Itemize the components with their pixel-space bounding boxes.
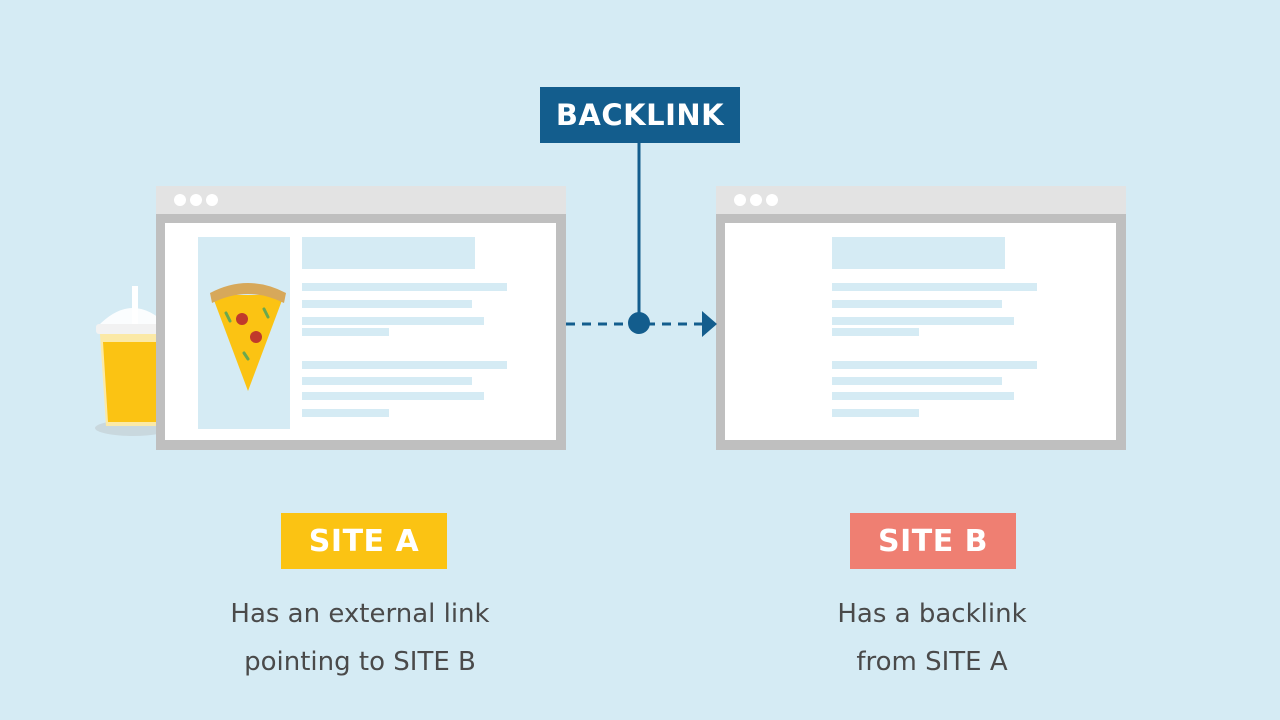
text-line-placeholder [832, 283, 1037, 291]
site-b-caption-line-1: Has a backlink [837, 599, 1027, 629]
text-line-placeholder [832, 328, 919, 336]
heading-placeholder [832, 237, 1005, 269]
site-a-browser-window [156, 186, 566, 450]
text-line-placeholder [832, 409, 919, 417]
text-line-placeholder [302, 328, 389, 336]
window-control-dot [766, 194, 778, 206]
backlink-label: BACKLINK [540, 87, 740, 143]
text-line-placeholder [302, 392, 484, 400]
juice-cup-icon [95, 286, 171, 436]
window-control-dot [174, 194, 186, 206]
window-control-dot [206, 194, 218, 206]
text-line-placeholder [302, 377, 472, 385]
site-b-label: SITE B [850, 513, 1016, 569]
site-b-caption: Has a backlink from SITE A [732, 590, 1132, 686]
site-a-caption: Has an external link pointing to SITE B [160, 590, 560, 686]
site-b-browser-window [716, 186, 1126, 450]
text-line-placeholder [832, 392, 1014, 400]
site-a-caption-line-2: pointing to SITE B [244, 647, 476, 677]
browser-titlebar [716, 186, 1126, 214]
text-line-placeholder [302, 409, 389, 417]
text-line-placeholder [832, 300, 1002, 308]
pizza-slice-icon [210, 283, 286, 391]
text-line-placeholder [302, 317, 484, 325]
text-line-placeholder [302, 283, 507, 291]
text-line-placeholder [832, 361, 1037, 369]
site-a-label: SITE A [281, 513, 447, 569]
browser-viewport [725, 223, 1116, 440]
window-control-dot [750, 194, 762, 206]
site-b-caption-line-2: from SITE A [856, 647, 1008, 677]
heading-placeholder [302, 237, 475, 269]
text-line-placeholder [832, 317, 1014, 325]
text-line-placeholder [832, 377, 1002, 385]
window-control-dot [190, 194, 202, 206]
link-node-dot [628, 312, 650, 334]
site-a-caption-line-1: Has an external link [230, 599, 490, 629]
arrow-right-icon [702, 311, 717, 337]
text-line-placeholder [302, 361, 507, 369]
browser-viewport [165, 223, 556, 440]
text-line-placeholder [302, 300, 472, 308]
window-control-dot [734, 194, 746, 206]
browser-titlebar [156, 186, 566, 214]
